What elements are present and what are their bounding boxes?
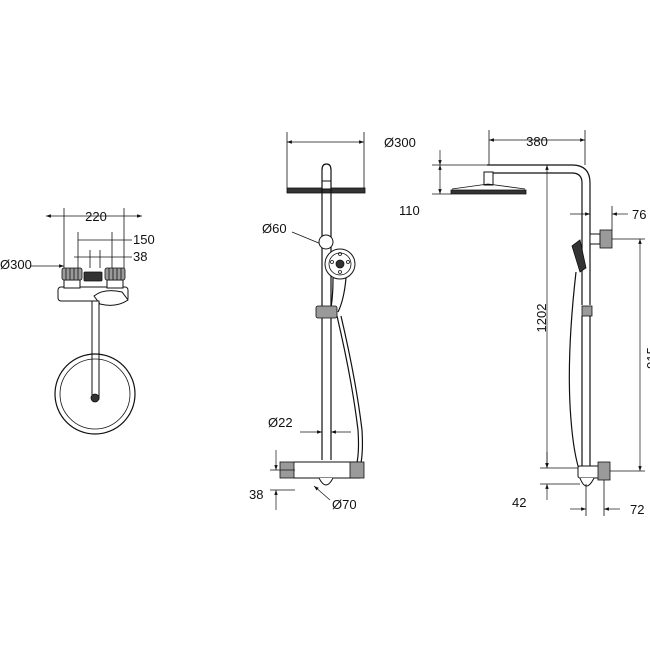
side-view-hose [568, 271, 587, 485]
top-view-right-knob [104, 267, 126, 281]
dimension-label-bracket-height: 915 [644, 347, 650, 369]
dimension-label-thermostat-diameter: Ø70 [332, 497, 357, 512]
front-view-hose [336, 315, 364, 477]
dimension-label-head-drop: 110 [399, 203, 420, 218]
dimension-label-arm-reach: 380 [526, 134, 548, 149]
top-view-shower-head-outer [54, 353, 136, 435]
front-view: Ø300 Ø60 Ø22 38 [249, 132, 416, 512]
top-view-spout [93, 290, 129, 306]
dimension-label-diameter-300: Ø300 [0, 257, 32, 272]
dimension-label-head-diameter: Ø300 [384, 135, 416, 150]
top-view-shower-head-inner [59, 358, 131, 430]
dimension-label-rail-diameter: Ø22 [268, 415, 293, 430]
dimension-label-hand-shower-diameter: Ø60 [262, 221, 287, 236]
dimension-label-wall-offset-76: 76 [632, 207, 646, 222]
top-view: 220 150 38 Ø300 [0, 208, 155, 435]
dimension-label-220: 220 [85, 209, 107, 224]
side-view-lower-bracket [597, 461, 611, 481]
front-view-right-knob [349, 461, 365, 479]
top-view-riser [91, 300, 100, 400]
side-view-hand-shower [571, 239, 587, 273]
dimension-label-38: 38 [133, 249, 147, 264]
dimension-label-total-height: 1202 [534, 304, 549, 333]
dimension-label-bottom-42: 42 [512, 495, 526, 510]
side-view-upper-bracket [589, 233, 601, 245]
top-view-left-knob [61, 267, 83, 281]
front-view-rail [321, 163, 332, 460]
dimension-label-inlet-38: 38 [249, 487, 263, 502]
side-view: 380 110 76 [399, 130, 650, 517]
side-view-shower-arm [487, 164, 591, 305]
front-view-slider [315, 305, 338, 319]
side-view-slider [581, 305, 593, 317]
side-view-shower-head [450, 189, 527, 195]
dimension-label-wall-offset-72: 72 [630, 502, 644, 517]
dimension-label-150: 150 [133, 232, 155, 247]
